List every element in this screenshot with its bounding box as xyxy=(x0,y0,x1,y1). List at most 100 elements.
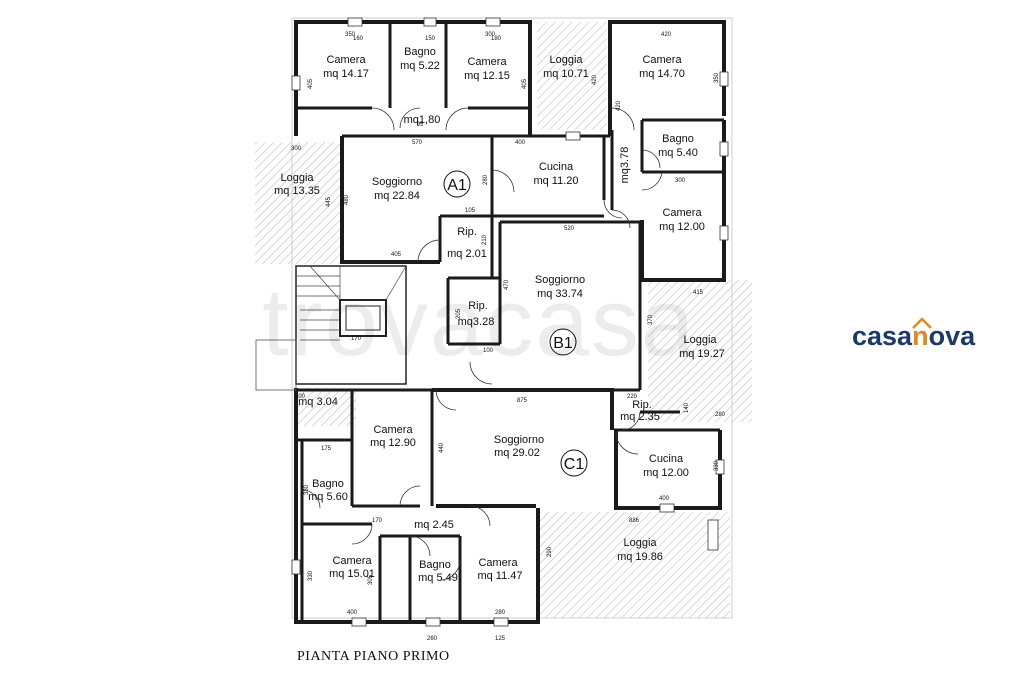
plan-frame xyxy=(291,17,733,619)
dimension-label: 400 xyxy=(347,610,358,616)
room-name: Soggiorno xyxy=(372,176,422,188)
dimension-label: 400 xyxy=(659,496,670,502)
room-area: mq 19.86 xyxy=(617,551,663,563)
dimension-label: 95 xyxy=(417,122,424,128)
dimension-label: 440 xyxy=(439,442,445,453)
dimension-label: 300 xyxy=(675,178,686,184)
room-name: Camera xyxy=(478,557,518,569)
dimension-label: 415 xyxy=(693,290,704,296)
room-name: Rip. xyxy=(632,399,652,411)
dimension-label: 170 xyxy=(372,518,383,524)
dimension-label: 886 xyxy=(629,518,640,524)
dimension-label: 420 xyxy=(661,32,672,38)
room-area: mq 11.47 xyxy=(477,570,522,582)
dimension-label: 210 xyxy=(482,234,488,245)
dimension-label: 480 xyxy=(344,194,350,205)
unit-tag-b1: B1 xyxy=(553,335,573,352)
house-roof-icon xyxy=(912,317,932,329)
room-name: Camera xyxy=(642,54,682,66)
brand-text-part2: n xyxy=(912,317,932,352)
room-name: Bagno xyxy=(404,46,436,58)
dimension-labels: 350 300 420 405 570 400 280 300 445 480 … xyxy=(291,32,726,642)
dimension-label: 170 xyxy=(351,336,362,342)
room-name: Bagno xyxy=(419,559,451,571)
room-area: mq 14.17 xyxy=(323,68,369,80)
room-area: mq 19.27 xyxy=(679,348,725,360)
dimension-label: 400 xyxy=(515,140,526,146)
stairwell xyxy=(255,265,407,391)
dimension-label: 105 xyxy=(465,208,476,214)
svg-text:Rip.mq3.28: Rip.mq3.28 xyxy=(458,300,495,328)
room-name: Camera xyxy=(326,54,366,66)
dimension-label: 260 xyxy=(427,636,438,642)
room-name: Camera xyxy=(332,555,372,567)
room-area: mq 29.02 xyxy=(494,447,540,459)
dimension-label: 470 xyxy=(504,279,510,290)
room-name: Soggiorno xyxy=(494,434,544,446)
svg-text:Rip.mq 2.01: Rip.mq 2.01 xyxy=(447,226,487,260)
room-name: Rip. xyxy=(457,226,477,238)
windows xyxy=(291,17,729,627)
dimension-label: 290 xyxy=(547,546,553,557)
room-area: mq 2.35 xyxy=(620,411,660,423)
dimension-label: 350 xyxy=(714,72,720,83)
room-area: mq1,80 xyxy=(404,114,441,126)
room-name: Loggia xyxy=(549,54,583,66)
room-area: mq 5.60 xyxy=(308,491,348,503)
dimension-label: 405 xyxy=(391,252,402,258)
dimension-label: 300 xyxy=(485,32,496,38)
room-area: mq3.78 xyxy=(619,147,631,184)
loggia-hatch-small xyxy=(294,388,356,426)
svg-text:Rip.mq 2.35: Rip.mq 2.35 xyxy=(620,399,660,423)
dimension-label: 405 xyxy=(522,78,528,89)
loggia-hatch-top xyxy=(537,22,607,130)
dimension-label: 220 xyxy=(627,394,638,400)
room-area: mq 3.04 xyxy=(298,396,338,408)
room-area: mq 22.84 xyxy=(374,190,420,202)
room-area: mq 13.35 xyxy=(274,185,320,197)
room-area: mq 14.70 xyxy=(639,68,685,80)
room-area: mq 12.00 xyxy=(643,467,689,479)
room-area: mq 2.45 xyxy=(414,519,454,531)
dimension-label: 405 xyxy=(308,78,314,89)
room-area: mq 10.71 xyxy=(543,68,589,80)
room-area: mq 12.15 xyxy=(464,70,510,82)
loggia-hatch-right xyxy=(648,280,752,422)
dimension-label: 520 xyxy=(564,226,575,232)
dimension-label: 330 xyxy=(304,484,310,495)
plan-title: PIANTA PIANO PRIMO xyxy=(297,649,450,664)
room-area: mq3.28 xyxy=(458,316,495,328)
room-area: mq 15.01 xyxy=(329,568,375,580)
room-name: Cucina xyxy=(649,453,684,465)
dimension-label: 180 xyxy=(491,36,502,42)
room-name: Loggia xyxy=(280,172,314,184)
dimension-label: 420 xyxy=(592,74,598,85)
room-name: Loggia xyxy=(683,334,717,346)
room-name: Bagno xyxy=(312,478,344,490)
dimension-label: 875 xyxy=(517,398,528,404)
dimension-label: 570 xyxy=(412,140,423,146)
room-area: mq 5.40 xyxy=(658,147,698,159)
brand-text-part2-letter: n xyxy=(912,321,929,351)
dimension-label: 140 xyxy=(684,402,690,413)
loggia-hatch-bottom xyxy=(538,512,730,618)
dimension-label: 150 xyxy=(425,36,436,42)
room-area: mq 33.74 xyxy=(537,288,583,300)
unit-tag-c1: C1 xyxy=(564,456,585,473)
room-name: Loggia xyxy=(623,537,657,549)
